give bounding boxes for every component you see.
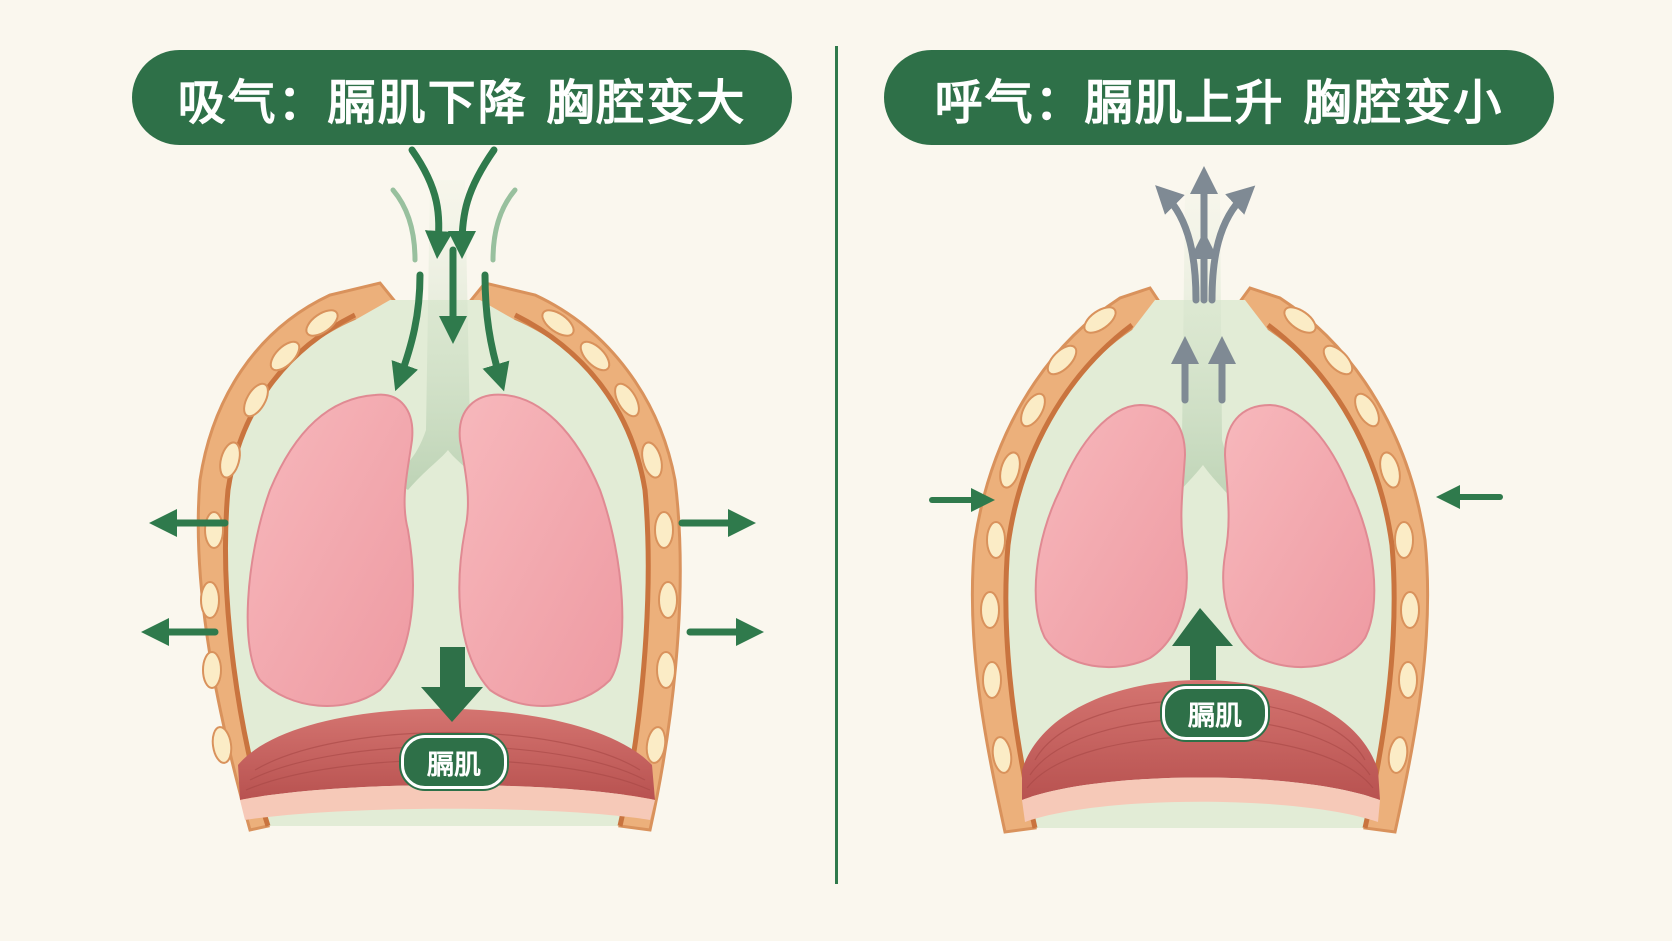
exhale-diaphragm-label-text: 膈肌: [1188, 700, 1242, 732]
air-in-arrow: [408, 146, 453, 259]
right-diaphragm: [1022, 680, 1380, 800]
left-lung-left: [246, 393, 414, 707]
inhale-expand-arrows: [141, 509, 764, 646]
inhale-diaphragm-label-text: 膈肌: [427, 749, 481, 781]
inhale-title: 吸气：膈肌下降 胸腔变大: [177, 74, 747, 131]
diaphragm-up-arrow: [1172, 608, 1233, 680]
right-trachea: [1149, 190, 1255, 505]
exhale-title: 呼气：膈肌上升 胸腔变小: [934, 74, 1504, 131]
right-lung-right: [1222, 403, 1376, 669]
exhale-compress-arrows: [929, 485, 1503, 512]
air-out-arrow: [1208, 185, 1256, 304]
panel-divider: [835, 46, 838, 884]
inhale-diaphragm-label: 膈肌: [401, 735, 507, 789]
diaphragm-down-arrow: [421, 647, 483, 722]
left-lung-right: [458, 393, 624, 707]
inhale-chest: [196, 180, 682, 832]
exhale-diaphragm-label: 膈肌: [1162, 686, 1268, 740]
inhale-title-banner: 吸气：膈肌下降 胸腔变大: [132, 50, 792, 145]
exhale-title-banner: 呼气：膈肌上升 胸腔变小: [884, 50, 1554, 145]
inhale-air-arrows: [390, 146, 518, 392]
air-in-arrow: [391, 271, 424, 392]
right-lung-left: [1034, 403, 1188, 669]
air-in-arrow: [481, 271, 510, 392]
exhale-air-arrows: [1155, 166, 1256, 404]
air-in-arrow: [448, 146, 498, 259]
air-out-arrow: [1155, 185, 1200, 304]
